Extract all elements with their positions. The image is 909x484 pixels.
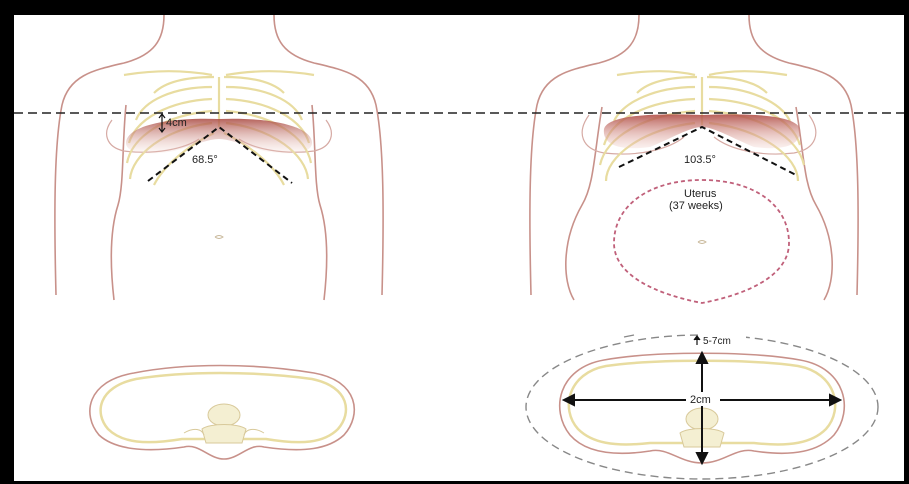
uterus-title: Uterus [684,188,717,200]
diameter-arrows [564,353,840,463]
pregnant-navel [698,241,706,244]
uterus-weeks: (37 weeks) [669,200,723,212]
nonpregnant-figure: 4cm 68.5° [55,15,383,300]
pregnant-angle-label: 103.5° [684,154,716,166]
diameter-label: 2cm [690,394,711,406]
expansion-arrow [694,336,700,345]
pregnant-diaphragm [604,114,800,148]
rib-rise-label: 4cm [166,117,187,129]
pregnant-cross-section: 2cm 5-7cm [526,333,878,479]
nonpregnant-angle-label: 68.5° [192,154,218,166]
nonpregnant-vertebra [184,404,264,443]
expansion-label: 5-7cm [703,336,731,347]
nonpregnant-navel [215,236,223,239]
thorax-pregnancy-diagram: 4cm 68.5° Uterus (37 weeks) 103.5° [14,15,904,481]
nonpregnant-diaphragm [126,119,312,154]
pregnant-figure: Uterus (37 weeks) 103.5° [530,15,858,303]
nonpregnant-cross-section [90,366,354,460]
nonpregnant-body-outline [55,15,383,300]
diagram-canvas: 4cm 68.5° Uterus (37 weeks) 103.5° [14,15,904,481]
